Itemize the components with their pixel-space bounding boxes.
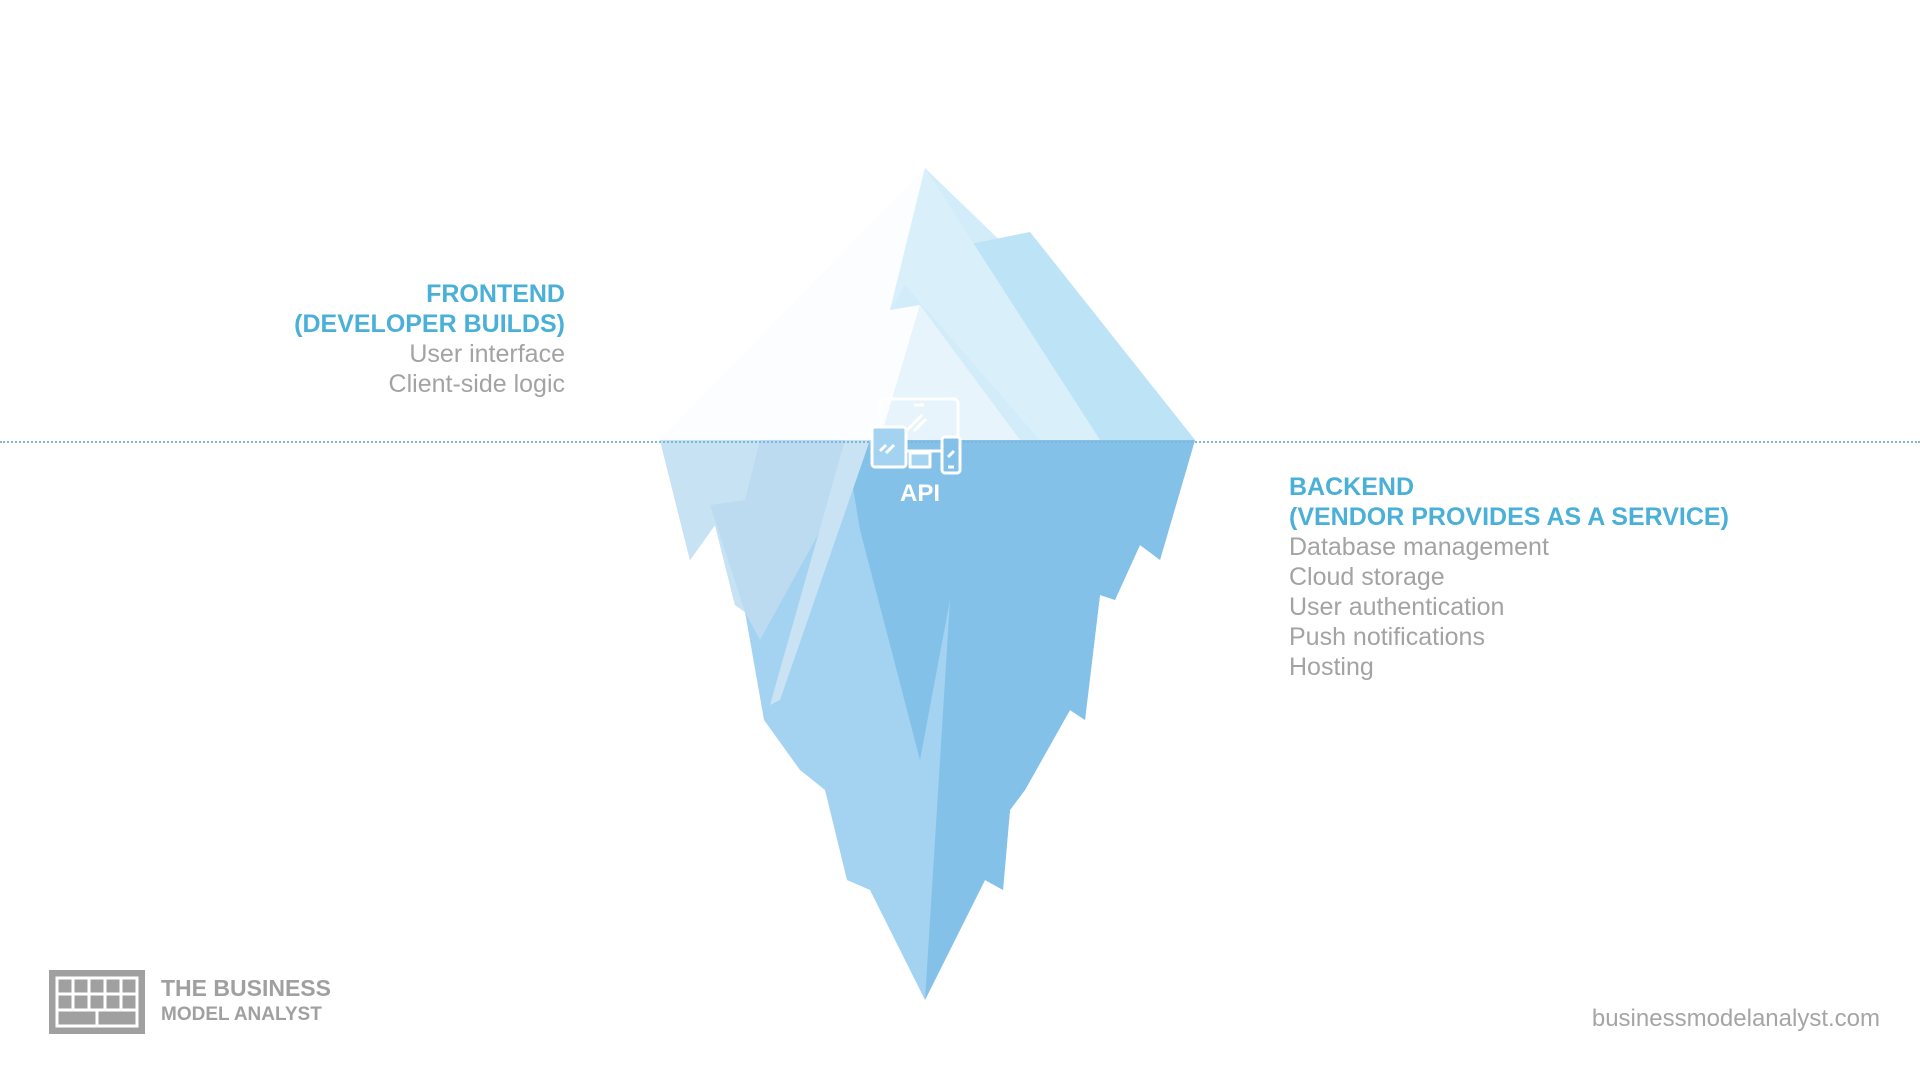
devices-icon xyxy=(870,397,962,475)
brand-name: THE BUSINESS MODEL ANALYST xyxy=(161,974,331,1028)
iceberg-body-center-dark xyxy=(845,440,980,760)
backend-section: BACKEND (VENDOR PROVIDES AS A SERVICE) D… xyxy=(1289,472,1729,682)
backend-subheading: (VENDOR PROVIDES AS A SERVICE) xyxy=(1289,503,1729,531)
grid-logo-icon xyxy=(49,970,145,1034)
frontend-item: Client-side logic xyxy=(388,370,565,398)
brand-line2: MODEL ANALYST xyxy=(161,1004,322,1025)
frontend-item: User interface xyxy=(409,340,565,368)
frontend-section: FRONTEND (DEVELOPER BUILDS) User interfa… xyxy=(294,279,565,399)
backend-heading: BACKEND xyxy=(1289,473,1414,501)
backend-item: Cloud storage xyxy=(1289,563,1445,591)
iceberg-body-left-facet xyxy=(660,440,760,612)
iceberg-body-right-shade xyxy=(925,440,1195,1000)
frontend-heading: FRONTEND xyxy=(426,280,565,308)
iceberg-tip-right xyxy=(940,232,1195,440)
backend-item: User authentication xyxy=(1289,593,1505,621)
brand-line1: THE BUSINESS xyxy=(161,975,331,1001)
website-url: businessmodelanalyst.com xyxy=(1591,1005,1880,1032)
frontend-subheading: (DEVELOPER BUILDS) xyxy=(294,310,565,338)
backend-item: Push notifications xyxy=(1289,623,1485,651)
api-label: API xyxy=(899,480,940,507)
iceberg-body-light-streak xyxy=(770,440,870,705)
backend-item: Hosting xyxy=(1289,653,1374,681)
iceberg-tip-facet xyxy=(890,168,1100,440)
backend-item: Database management xyxy=(1289,533,1549,561)
